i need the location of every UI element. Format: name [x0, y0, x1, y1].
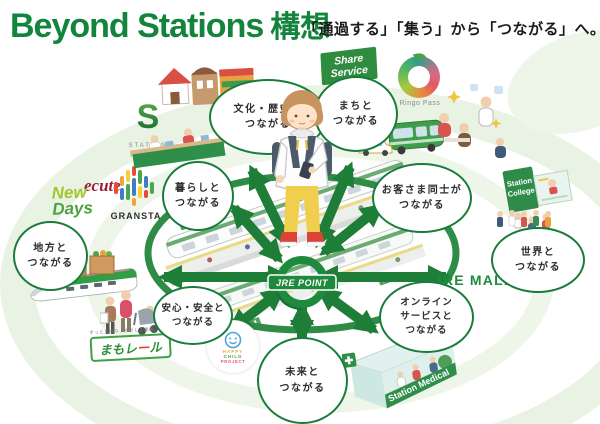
node-online-services: オンライン サービスと つながる [379, 281, 474, 353]
node-label: 未来と [285, 367, 320, 378]
jre-point-label: JRE POINT [276, 278, 329, 288]
gransta-logo [114, 166, 154, 206]
smartphone-icon [299, 161, 314, 179]
node-customers: お客さま同士が つながる [372, 163, 472, 233]
node-label: つながる [245, 119, 291, 130]
node-label: 暮らしと [175, 182, 221, 194]
node-label: つながる [279, 382, 326, 394]
jre-mall-logo: JRE MALL [434, 272, 514, 288]
title-english: Beyond Stations [10, 7, 264, 45]
node-label: 安心・安全と [161, 302, 225, 314]
title-japanese: 構想 [270, 11, 331, 44]
gransta-label: GRANSTA [110, 211, 162, 221]
node-label: 世界と [520, 246, 556, 258]
arrow-customers [319, 203, 385, 256]
page-subtitle: 「通過する」「集う」から「つながる」へ。 [303, 21, 600, 38]
medical-cross-icon [344, 356, 353, 365]
node-regions: 地方と つながる [13, 221, 88, 291]
node-label: つながる [333, 116, 379, 127]
mamorail-wordmark: まもレール [89, 332, 172, 363]
node-label: お客さま同士が [381, 184, 463, 196]
node-label: つながる [399, 200, 445, 211]
node-label: つながる [405, 324, 448, 336]
node-living: 暮らしと つながる [162, 161, 234, 231]
people-connecting-illustration [438, 84, 506, 158]
node-label: つながる [175, 198, 221, 209]
node-label: つながる [27, 258, 74, 269]
central-person-illustration [272, 90, 332, 247]
page-title: Beyond Stations 構想 [10, 2, 330, 46]
arrow-online [316, 286, 379, 335]
station-college-label1: Station [506, 176, 533, 189]
node-label: 地方と [33, 242, 68, 254]
newdays-logo: New Days [51, 182, 94, 219]
node-label: オンライン [400, 297, 453, 309]
node-label: サービスと [400, 311, 453, 323]
node-label: つながる [515, 262, 561, 273]
node-safety: 安心・安全と つながる [153, 286, 233, 345]
node-label: つながる [171, 316, 214, 328]
smiley-icon [224, 331, 242, 348]
node-future: 未来と つながる [257, 337, 348, 424]
node-world: 世界と つながる [491, 227, 585, 293]
jre-point-logo: JRE POINT [267, 256, 337, 311]
arrow-living [230, 203, 283, 264]
